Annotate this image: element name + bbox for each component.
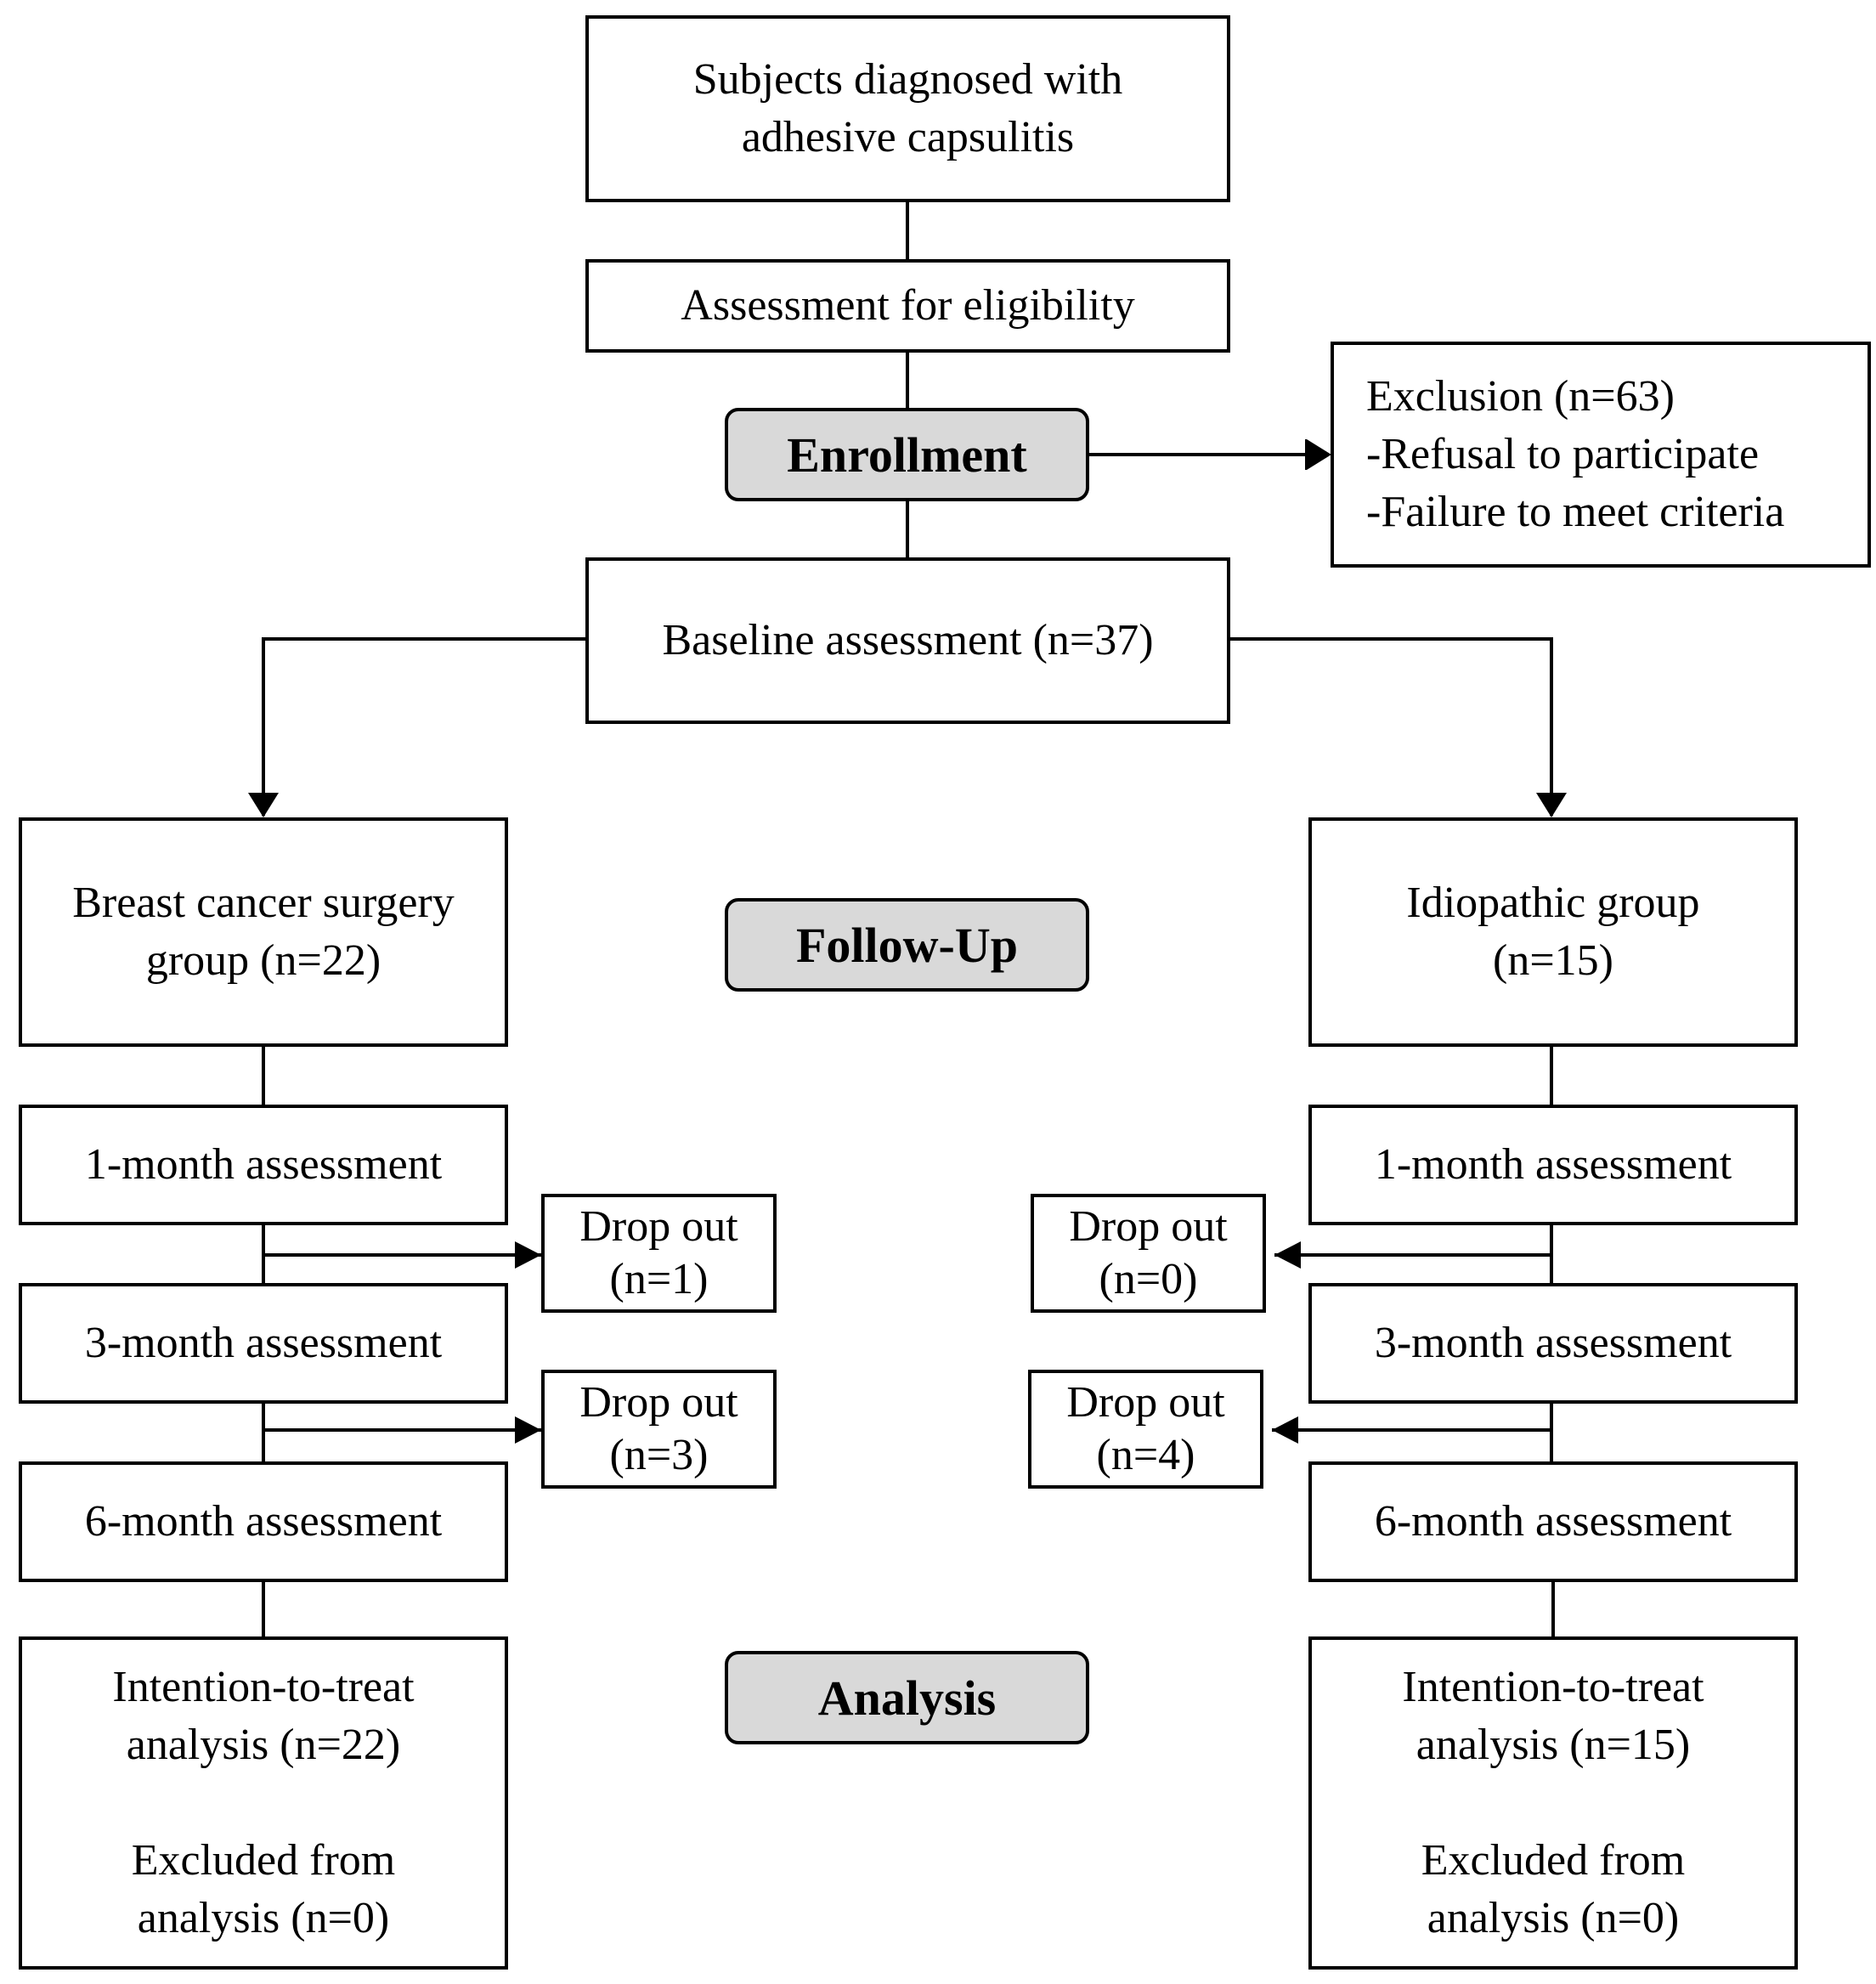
arrowhead-left-group [248, 793, 279, 817]
arrowhead-right-group [1536, 793, 1567, 817]
left-dropout-2-box: Drop out (n=3) [541, 1370, 777, 1489]
arrowhead-right-dropout1 [1274, 1241, 1301, 1269]
subjects-line-2: adhesive capsulitis [741, 113, 1075, 161]
right-6-month-box: 6-month assessment [1308, 1461, 1798, 1582]
arrowhead-right-dropout2 [1272, 1416, 1298, 1444]
arrow-baseline-right-group [1229, 637, 1553, 816]
left-analysis-box: Intention-to-treat analysis (n=22) Exclu… [19, 1636, 508, 1970]
eligibility-label: Assessment for eligibility [681, 281, 1135, 330]
exclusion-reason-refusal: -Refusal to participate [1366, 430, 1760, 478]
exclusion-title: Exclusion (n=63) [1366, 372, 1675, 421]
right-analysis-box: Intention-to-treat analysis (n=15) Exclu… [1308, 1636, 1798, 1970]
baseline-label: Baseline assessment (n=37) [662, 616, 1154, 664]
right-dropout-2-box: Drop out (n=4) [1028, 1370, 1263, 1489]
arrowhead-exclusion [1305, 439, 1331, 470]
exclusion-box: Exclusion (n=63) -Refusal to participate… [1331, 342, 1871, 568]
right-3-month-box: 3-month assessment [1308, 1283, 1798, 1404]
subjects-box: Subjects diagnosed with adhesive capsuli… [585, 15, 1230, 202]
analysis-stage-label: Analysis [725, 1651, 1089, 1744]
exclusion-reason-criteria: -Failure to meet criteria [1366, 488, 1785, 536]
left-1-month-box: 1-month assessment [19, 1105, 508, 1225]
arrowhead-left-dropout1 [515, 1241, 541, 1269]
left-6-month-box: 6-month assessment [19, 1461, 508, 1582]
eligibility-box: Assessment for eligibility [585, 259, 1230, 353]
left-group-line-2: group (n=22) [145, 936, 381, 985]
subjects-line-1: Subjects diagnosed with [692, 55, 1123, 104]
left-dropout-1-box: Drop out (n=1) [541, 1194, 777, 1313]
enrollment-stage-label: Enrollment [725, 408, 1089, 501]
follow-up-stage-label: Follow-Up [725, 898, 1089, 992]
right-1-month-box: 1-month assessment [1308, 1105, 1798, 1225]
right-dropout-1-box: Drop out (n=0) [1031, 1194, 1266, 1313]
baseline-box: Baseline assessment (n=37) [585, 557, 1230, 724]
left-3-month-box: 3-month assessment [19, 1283, 508, 1404]
right-group-box: Idiopathic group (n=15) [1308, 817, 1798, 1047]
right-group-line-2: (n=15) [1493, 936, 1613, 985]
arrow-baseline-left-group [262, 637, 585, 816]
left-group-line-1: Breast cancer surgery [72, 879, 455, 927]
right-group-line-1: Idiopathic group [1406, 879, 1700, 927]
arrowhead-left-dropout2 [515, 1416, 541, 1444]
left-group-box: Breast cancer surgery group (n=22) [19, 817, 508, 1047]
